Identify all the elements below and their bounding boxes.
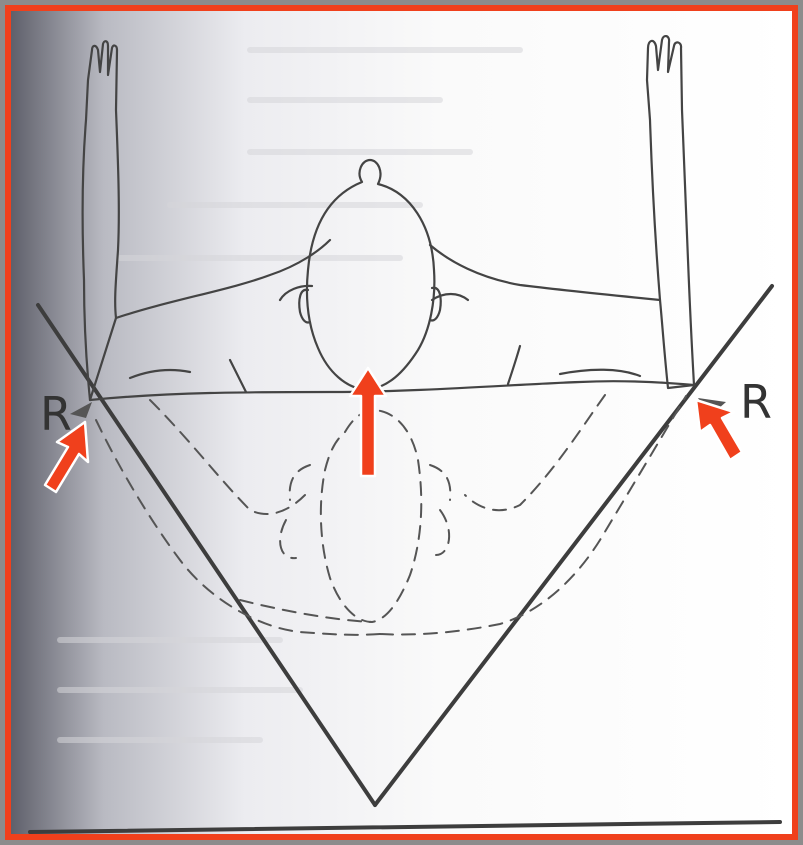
left-marker-label: R <box>40 387 72 441</box>
right-marker-label: R <box>740 375 772 429</box>
